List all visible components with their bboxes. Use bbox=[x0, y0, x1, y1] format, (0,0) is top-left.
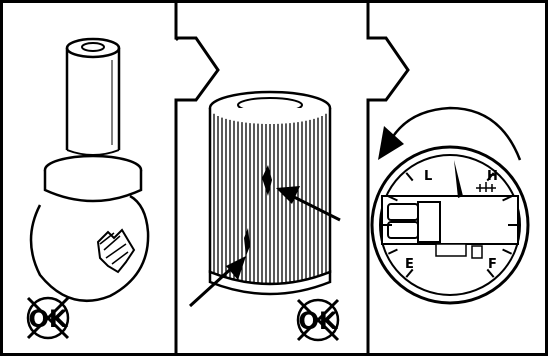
indicator-lamp-1 bbox=[388, 204, 418, 220]
not-ok-badge-1: OK bbox=[28, 298, 69, 338]
not-ok-badge-2: OK bbox=[298, 300, 339, 340]
gauge-label-bottom-right: F bbox=[488, 257, 497, 272]
panel-filter: OK bbox=[190, 92, 340, 340]
gauge-label-top-right: H bbox=[487, 169, 498, 184]
panel-gauge: L H E F bbox=[372, 108, 528, 303]
flange-side bbox=[45, 170, 141, 201]
indicator-lamp-3 bbox=[418, 202, 440, 242]
gauge-label-top-left: L bbox=[424, 169, 432, 184]
rotation-arrowhead bbox=[378, 126, 404, 160]
shaft-bore bbox=[82, 43, 104, 51]
indicator-lamp-2 bbox=[388, 222, 418, 238]
gauge-lower-window bbox=[436, 244, 466, 256]
panel-ball-joint: OK bbox=[28, 39, 148, 338]
shaft-body bbox=[67, 48, 119, 150]
gauge-label-bottom-left: E bbox=[405, 257, 414, 272]
